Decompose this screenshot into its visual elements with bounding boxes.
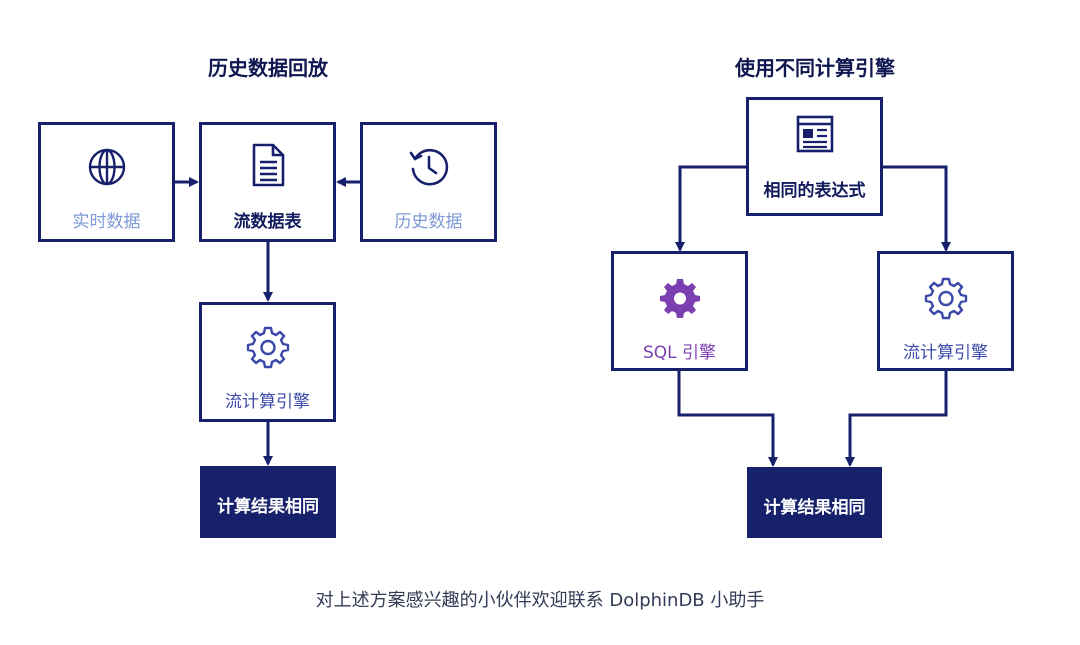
expression-box: 相同的表达式 <box>746 97 883 216</box>
arrow-stream-engine-to-result <box>845 370 948 467</box>
right-diagram-title: 使用不同计算引擎 <box>735 56 895 80</box>
left-result-box: 计算结果相同 <box>200 466 336 538</box>
history-data-box: 历史数据 <box>360 122 497 242</box>
left-diagram-title: 历史数据回放 <box>208 56 328 80</box>
gear-filled-icon <box>658 276 702 324</box>
footer-contact-text: 对上述方案感兴趣的小伙伴欢迎联系 DolphinDB 小助手 <box>315 590 765 611</box>
right-result-box: 计算结果相同 <box>747 467 882 538</box>
newspaper-icon <box>795 114 835 158</box>
right-result-label: 计算结果相同 <box>763 498 866 518</box>
gear-outline-icon <box>246 325 290 373</box>
gear-outline-icon <box>924 276 968 324</box>
realtime-data-label: 实时数据 <box>72 212 141 232</box>
arrow-expression-to-sql <box>675 165 748 252</box>
history-clock-icon <box>407 145 451 193</box>
history-data-label: 历史数据 <box>394 212 463 232</box>
left-stream-engine-label: 流计算引擎 <box>225 392 310 412</box>
realtime-data-box: 实时数据 <box>38 122 175 242</box>
expression-label: 相同的表达式 <box>763 181 866 201</box>
sql-engine-box: SQL 引擎 <box>611 251 748 371</box>
arrow-sql-to-result <box>677 370 778 467</box>
right-stream-engine-box: 流计算引擎 <box>877 251 1014 371</box>
stream-table-label: 流数据表 <box>233 212 302 232</box>
left-stream-engine-box: 流计算引擎 <box>199 302 336 422</box>
sql-engine-label: SQL 引擎 <box>642 343 717 363</box>
document-icon <box>249 143 287 191</box>
globe-icon <box>87 147 127 191</box>
left-result-label: 计算结果相同 <box>217 497 319 517</box>
right-stream-engine-label: 流计算引擎 <box>903 343 988 363</box>
stream-table-box: 流数据表 <box>199 122 336 242</box>
arrow-expression-to-stream-engine <box>881 165 951 252</box>
